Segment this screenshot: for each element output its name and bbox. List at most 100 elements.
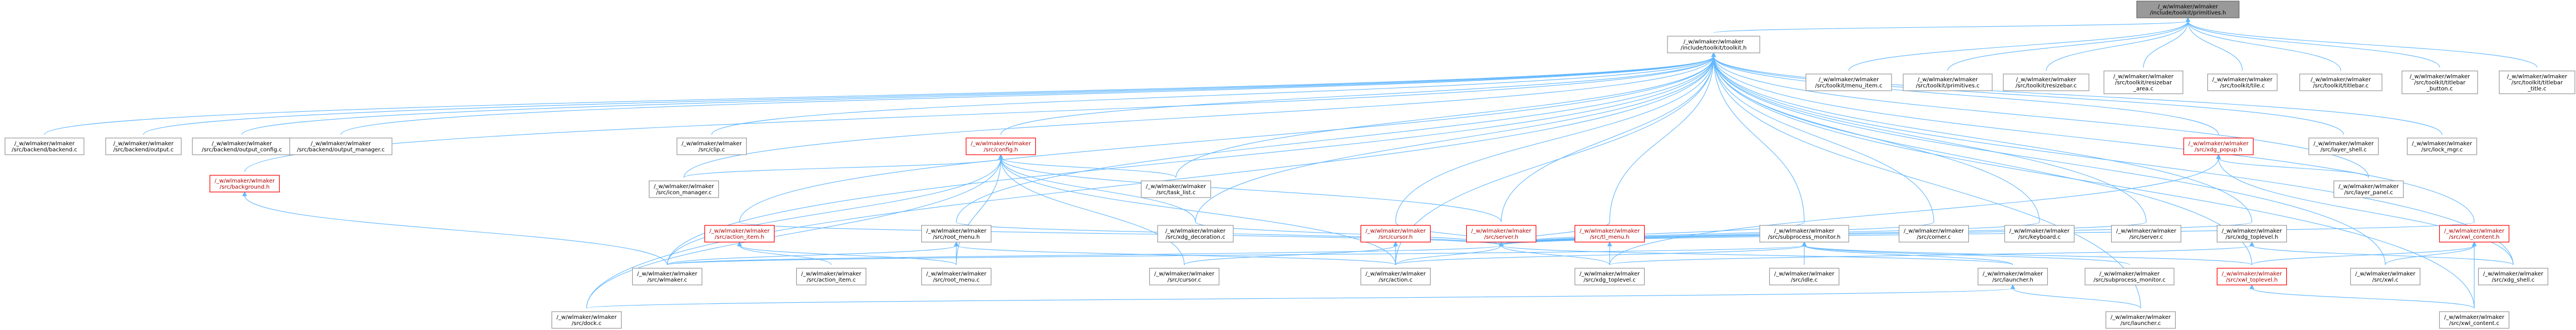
edge-line xyxy=(1000,157,1396,265)
edge-line xyxy=(2046,21,2188,71)
graph-node-layer-shell-c[interactable]: /_w/wlmaker/wlmaker/src/layer_shell.c xyxy=(2308,137,2379,155)
dependency-edge xyxy=(998,154,1502,223)
graph-node-xdg-shell-c[interactable]: /_w/wlmaker/wlmaker/src/xdg_shell.c xyxy=(2478,268,2549,285)
dependency-edge xyxy=(2185,17,2440,68)
graph-node-root-menu-c[interactable]: /_w/wlmaker/wlmaker/src/root_menu.c xyxy=(921,268,992,285)
dependency-edge xyxy=(2216,154,2369,178)
graph-node-menu-item-c[interactable]: /_w/wlmaker/wlmaker/src/toolkit/menu_ite… xyxy=(1805,73,1892,91)
edge-arrowhead xyxy=(2010,284,2016,289)
node-box xyxy=(1157,225,1234,243)
graph-node-xdg-popup-h[interactable]: /_w/wlmaker/wlmaker/src/xdg_popup.h xyxy=(2183,137,2254,155)
graph-node-lock-mgr-c[interactable]: /_w/wlmaker/wlmaker/src/lock_mgr.c xyxy=(2406,137,2478,155)
graph-node-titlebar-button-c[interactable]: /_w/wlmaker/wlmaker/src/toolkit/titlebar… xyxy=(2401,70,2478,95)
graph-node-action-c[interactable]: /_w/wlmaker/wlmaker/src/action.c xyxy=(1360,268,1431,285)
graph-node-resizebar-c[interactable]: /_w/wlmaker/wlmaker/src/toolkit/resizeba… xyxy=(2003,73,2089,91)
graph-node-background-h[interactable]: /_w/wlmaker/wlmaker/src/background.h xyxy=(209,175,280,193)
graph-node-titlebar-title-c[interactable]: /_w/wlmaker/wlmaker/src/toolkit/titlebar… xyxy=(2499,70,2575,95)
dependency-edge xyxy=(1393,241,1398,265)
node-label-line: /_w/wlmaker/wlmaker xyxy=(1580,271,1640,277)
graph-node-launcher-c[interactable]: /_w/wlmaker/wlmaker/src/launcher.c xyxy=(2105,311,2176,329)
graph-node-corner-c[interactable]: /_w/wlmaker/wlmaker/src/corner.c xyxy=(1898,225,1969,243)
graph-node-idle-c[interactable]: /_w/wlmaker/wlmaker/src/idle.c xyxy=(1769,268,1840,285)
node-label-line: /_w/wlmaker/wlmaker xyxy=(1918,77,1978,83)
node-label-line: /src/toolkit/primitives.c xyxy=(1916,83,1980,89)
graph-node-dock-c[interactable]: /_w/wlmaker/wlmaker/src/dock.c xyxy=(551,311,622,329)
edge-line xyxy=(1713,56,1934,223)
node-box xyxy=(1140,180,1212,198)
graph-node-output-config-c[interactable]: /_w/wlmaker/wlmaker/src/backend/output_c… xyxy=(192,137,292,155)
graph-node-task-list-c[interactable]: /_w/wlmaker/wlmaker/src/task_list.c xyxy=(1140,180,1212,198)
edge-line xyxy=(667,56,1714,265)
edge-line xyxy=(1713,56,2344,135)
graph-node-resizebar-area-c[interactable]: /_w/wlmaker/wlmaker/src/toolkit/resizeba… xyxy=(2103,70,2183,95)
graph-node-xdg-decoration-c[interactable]: /_w/wlmaker/wlmaker/src/xdg_decoration.c xyxy=(1157,225,1234,243)
graph-node-server-h[interactable]: /_w/wlmaker/wlmaker/src/server.h xyxy=(1466,225,1537,243)
graph-node-xdg-toplevel-c[interactable]: /_w/wlmaker/wlmaker/src/xdg_toplevel.c xyxy=(1574,268,1645,285)
graph-node-root-menu-h[interactable]: /_w/wlmaker/wlmaker/src/root_menu.h xyxy=(921,225,992,243)
edge-line xyxy=(1848,21,2188,71)
node-label-line: /_w/wlmaker/wlmaker xyxy=(2099,271,2160,277)
node-label-line: /src/toolkit/tile.c xyxy=(2220,83,2265,89)
graph-node-action-item-h[interactable]: /_w/wlmaker/wlmaker/src/action_item.h xyxy=(704,225,775,243)
dependency-edge xyxy=(1607,241,1612,265)
graph-node-backend-c[interactable]: /_w/wlmaker/wlmaker/src/backend/backend.… xyxy=(4,137,85,155)
node-box xyxy=(1898,225,1969,243)
graph-node-tile-c[interactable]: /_w/wlmaker/wlmaker/src/toolkit/tile.c xyxy=(2207,73,2278,91)
node-label-line: /_w/wlmaker/wlmaker xyxy=(113,141,174,147)
node-box xyxy=(4,137,85,155)
edge-line xyxy=(1000,157,1196,223)
graph-node-action-item-c[interactable]: /_w/wlmaker/wlmaker/src/action_item.c xyxy=(796,268,867,285)
edge-line xyxy=(1000,56,1714,135)
node-box xyxy=(209,175,280,193)
node-box xyxy=(2216,268,2287,285)
edge-arrowhead xyxy=(1393,241,1398,247)
node-box xyxy=(2136,1,2240,18)
graph-node-config-h[interactable]: /_w/wlmaker/wlmaker/src/config.h xyxy=(965,137,1036,155)
graph-node-clip-c[interactable]: /_w/wlmaker/wlmaker/src/clip.c xyxy=(676,137,747,155)
graph-node-output-c[interactable]: /_w/wlmaker/wlmaker/src/backend/output.c xyxy=(105,137,182,155)
graph-node-primitives-h[interactable]: /_w/wlmaker/wlmaker/include/toolkit/prim… xyxy=(2136,1,2240,18)
graph-node-titlebar-c[interactable]: /_w/wlmaker/wlmaker/src/toolkit/titlebar… xyxy=(2299,73,2383,91)
graph-node-cursor-h[interactable]: /_w/wlmaker/wlmaker/src/cursor.h xyxy=(1360,225,1431,243)
node-box xyxy=(796,268,867,285)
edge-arrowhead xyxy=(1498,241,1504,247)
graph-node-icon-manager-c[interactable]: /_w/wlmaker/wlmaker/src/icon_manager.c xyxy=(648,180,719,198)
graph-node-toolkit-h[interactable]: /_w/wlmaker/wlmaker/include/toolkit/tool… xyxy=(1667,36,1760,53)
node-label-line: /_w/wlmaker/wlmaker xyxy=(2507,74,2568,80)
graph-node-subprocess-monitor-c[interactable]: /_w/wlmaker/wlmaker/src/subprocess_monit… xyxy=(2084,268,2175,285)
node-label-line: /src/cursor.h xyxy=(1378,234,1412,240)
edge-line xyxy=(2187,21,2440,68)
edge-line xyxy=(1501,221,2252,246)
node-label-line: /src/toolkit/titlebar xyxy=(2512,80,2563,86)
graph-node-subprocess-monitor-h[interactable]: /_w/wlmaker/wlmaker/src/subprocess_monit… xyxy=(1759,225,1849,243)
dependency-edge xyxy=(2143,17,2191,68)
graph-node-launcher-h[interactable]: /_w/wlmaker/wlmaker/src/launcher.h xyxy=(1977,268,2048,285)
graph-node-xwl-content-h[interactable]: /_w/wlmaker/wlmaker/src/xwl_content.h xyxy=(2439,225,2510,243)
graph-node-wlmaker-c[interactable]: /_w/wlmaker/wlmaker/src/wlmaker.c xyxy=(632,268,703,285)
node-label-line: /_w/wlmaker/wlmaker xyxy=(1146,184,1207,190)
edge-line xyxy=(1804,245,2130,265)
graph-node-xdg-toplevel-h[interactable]: /_w/wlmaker/wlmaker/src/xdg_toplevel.h xyxy=(2216,225,2287,243)
graph-node-primitives-c[interactable]: /_w/wlmaker/wlmaker/src/toolkit/primitiv… xyxy=(1903,73,1993,91)
edge-line xyxy=(1501,221,2475,246)
graph-node-xwl-c[interactable]: /_w/wlmaker/wlmaker/src/xwl.c xyxy=(2350,268,2421,285)
node-box xyxy=(1759,225,1849,243)
edge-line xyxy=(2218,157,2514,265)
graph-node-output-manager-c[interactable]: /_w/wlmaker/wlmaker/src/backend/output_m… xyxy=(289,137,393,155)
graph-node-tl-menu-h[interactable]: /_w/wlmaker/wlmaker/src/tl_menu.h xyxy=(1574,225,1645,243)
graph-node-xwl-content-c[interactable]: /_w/wlmaker/wlmaker/src/xwl_content.c xyxy=(2439,311,2510,329)
graph-node-keyboard-c[interactable]: /_w/wlmaker/wlmaker/src/keyboard.c xyxy=(2004,225,2075,243)
graph-node-server-c[interactable]: /_w/wlmaker/wlmaker/src/server.c xyxy=(2111,225,2182,243)
node-label-line: /_w/wlmaker/wlmaker xyxy=(2483,271,2544,277)
edge-arrowhead xyxy=(2471,241,2477,247)
node-label-line: /_w/wlmaker/wlmaker xyxy=(14,141,75,147)
edge-line xyxy=(586,288,2013,309)
dependency-edge xyxy=(1609,154,2221,265)
node-label-line: /_w/wlmaker/wlmaker xyxy=(1983,271,2043,277)
node-label-line: /_w/wlmaker/wlmaker xyxy=(654,184,714,190)
edge-line xyxy=(667,157,1001,265)
node-label-line: /_w/wlmaker/wlmaker xyxy=(2311,77,2371,83)
graph-node-xwl-toplevel-h[interactable]: /_w/wlmaker/wlmaker/src/xwl_toplevel.h xyxy=(2216,268,2287,285)
graph-node-cursor-c[interactable]: /_w/wlmaker/wlmaker/src/cursor.c xyxy=(1149,268,1220,285)
graph-node-layer-panel-c[interactable]: /_w/wlmaker/wlmaker/src/layer_panel.c xyxy=(2333,180,2404,198)
